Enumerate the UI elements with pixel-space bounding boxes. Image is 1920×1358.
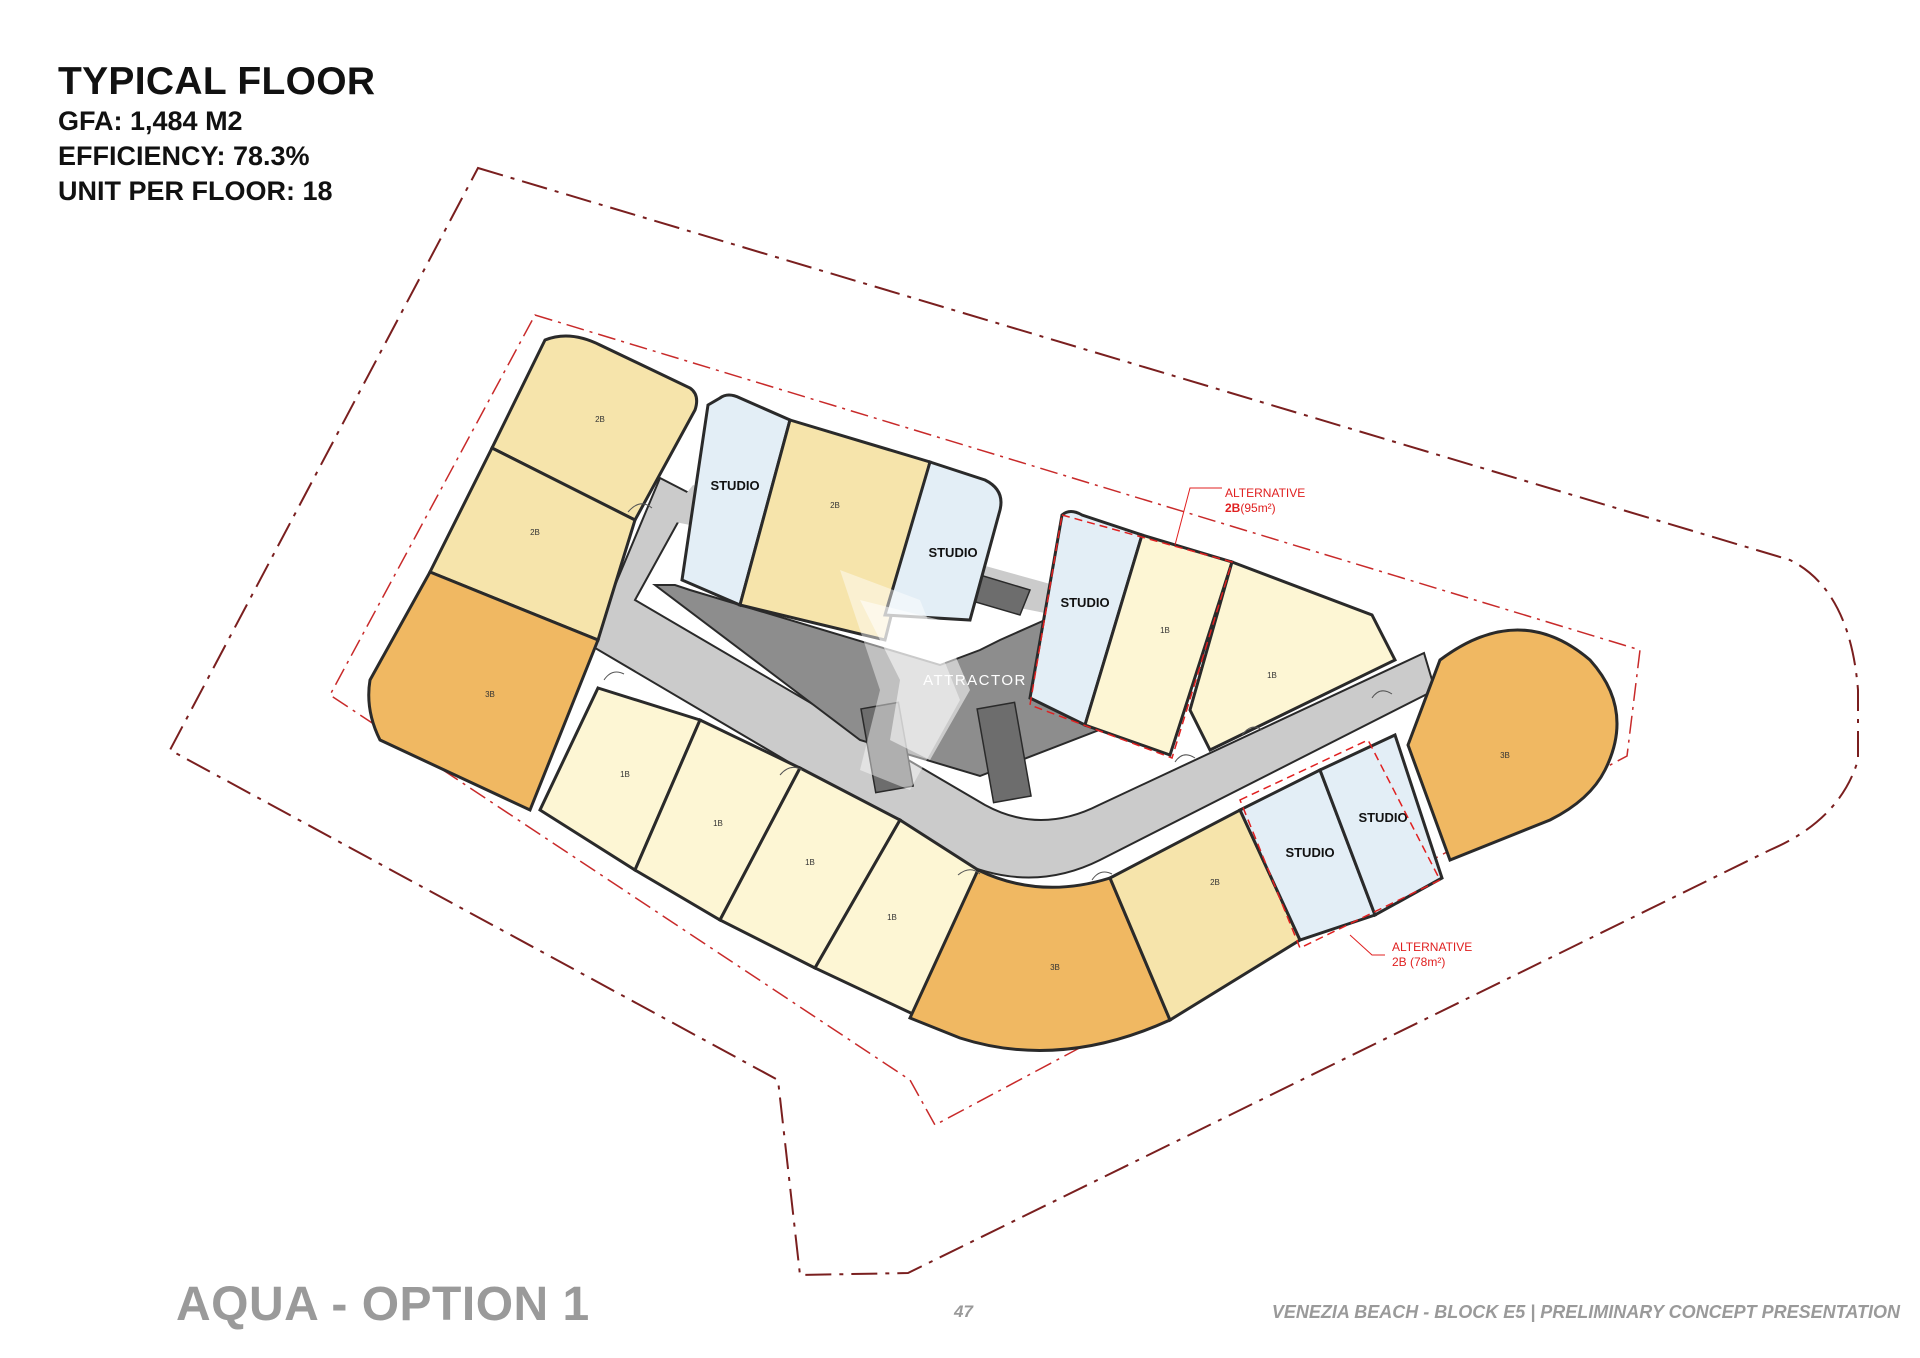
alternative-1-line1: ALTERNATIVE [1225,486,1305,500]
attractor-glow [840,570,970,790]
unit-label: STUDIO [1060,595,1109,610]
unit-u10: 3B [1406,628,1619,862]
alternative-1-area: (95m²) [1240,501,1275,515]
unit-label: 2B [530,528,540,537]
alternative-1-line2: 2B(95m²) [1225,501,1276,515]
alternative-1-type: 2B [1225,501,1241,515]
page-title: TYPICAL FLOOR [58,60,376,103]
unit-label: STUDIO [928,545,977,560]
unit-label: 1B [887,913,897,922]
alternative-outline-2 [1239,739,1442,950]
unit-label: 3B [1050,963,1060,972]
unit-u15: 3B [907,867,1172,1052]
unit-label: 2B [830,501,840,510]
alternative-2-line2: 2B (78m²) [1392,955,1445,969]
leader-line-2 [1349,934,1385,956]
option-title: AQUA - OPTION 1 [176,1278,590,1331]
unit-label: 1B [620,770,630,779]
unit-label: 3B [1500,751,1510,760]
unit-label: 3B [485,690,495,699]
unit-u6: STUDIO [883,460,1003,622]
unit-u1: 2B [489,334,699,522]
site-boundary [168,166,1859,1277]
unit-label: 1B [1267,671,1277,680]
gfa-stat: GFA: 1,484 M2 [58,106,243,136]
unit-u3: 3B [367,570,600,813]
unit-u17: STUDIO [1238,767,1377,942]
units-per-floor-stat: UNIT PER FLOOR: 18 [58,176,333,206]
alternative-2-line1: ALTERNATIVE [1392,940,1472,954]
unit-label: 1B [805,858,815,867]
presentation-title: VENEZIA BEACH - BLOCK E5 | PRELIMINARY C… [1271,1302,1900,1322]
unit-u18: STUDIO [1318,732,1444,918]
unit-label: STUDIO [1285,845,1334,860]
efficiency-stat: EFFICIENCY: 78.3% [58,141,310,171]
unit-u4: STUDIO [680,393,792,608]
unit-label: STUDIO [710,478,759,493]
unit-label: 2B [1210,878,1220,887]
unit-u9: 1B [1188,560,1398,752]
attractor-label: ATTRACTOR [923,672,1027,689]
leader-line-1 [1174,487,1222,546]
unit-label: 1B [1160,626,1170,635]
unit-label: 2B [595,415,605,424]
page-number: 47 [954,1302,973,1321]
unit-label: 1B [713,819,723,828]
alternative-outline-1 [1029,514,1233,759]
unit-label: STUDIO [1358,810,1407,825]
door-symbols [603,503,1393,881]
